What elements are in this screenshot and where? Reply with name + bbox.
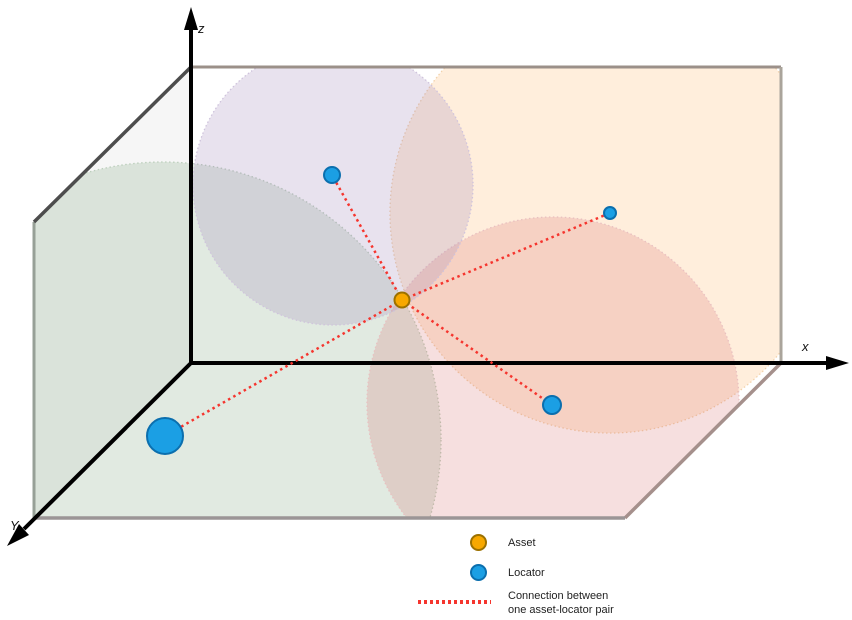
locator-bottom-right-dot (542, 395, 562, 415)
x-axis-label: x (801, 339, 809, 354)
locator-bottom-left-dot (146, 417, 184, 455)
left-wall (34, 67, 191, 518)
range-circles (34, 67, 781, 518)
z-axis: z (184, 7, 205, 363)
locator-right-dot (603, 206, 617, 220)
connection-line (401, 211, 611, 302)
connection-line (401, 298, 553, 407)
x-axis: x (191, 339, 849, 370)
floor (34, 363, 781, 518)
top-left-diagonal (32, 65, 193, 224)
y-axis-arrow-icon (7, 524, 29, 546)
range-purple (192, 67, 474, 326)
connections (164, 174, 611, 438)
y-axis-line (22, 361, 193, 531)
y-axis-label: Y (10, 518, 20, 533)
z-axis-arrow-icon (184, 7, 198, 30)
asset-dot (393, 291, 411, 309)
z-axis-label: z (197, 21, 205, 36)
x-axis-arrow-icon (826, 356, 849, 370)
y-axis: Y (7, 361, 193, 546)
back-wall (191, 67, 781, 363)
floor-right-edge (623, 361, 783, 520)
locator-top-dot (323, 166, 341, 184)
